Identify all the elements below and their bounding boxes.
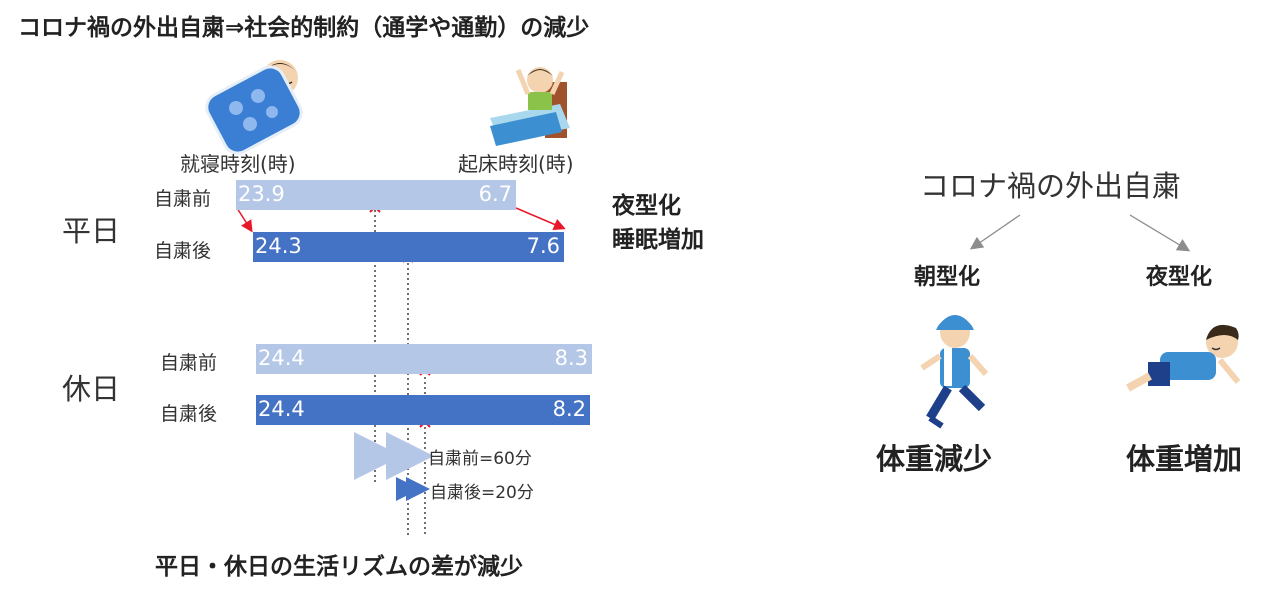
waketime-value: 8.3 xyxy=(554,346,588,370)
night-type-label: 夜型化 xyxy=(1146,265,1213,290)
bedtime-value: 24.3 xyxy=(255,234,302,258)
conclusion-text: 平日・休日の生活リズムの差が減少 xyxy=(155,554,523,580)
running-person-icon xyxy=(920,315,989,429)
weekday-label: 平日 xyxy=(62,214,121,248)
holiday-after-label: 自粛後 xyxy=(160,403,218,425)
waketime-header: 起床時刻(時) xyxy=(458,152,574,176)
waketime-value: 8.2 xyxy=(552,397,586,421)
holiday-after-bar: 24.4 8.2 xyxy=(256,395,590,425)
bedtime-value: 24.4 xyxy=(258,346,305,370)
waking-person-icon xyxy=(490,67,570,146)
weekday-after-label: 自粛後 xyxy=(154,240,212,262)
note-night-type: 夜型化 xyxy=(612,193,681,219)
weekday-note: 夜型化 睡眠増加 xyxy=(612,189,704,257)
shift-arrow-bedtime xyxy=(236,207,253,233)
right-diagram-title: コロナ禍の外出自粛 xyxy=(920,169,1182,203)
weight-gain-label: 体重増加 xyxy=(1126,442,1243,476)
bedtime-value: 23.9 xyxy=(238,182,285,206)
holiday-before-bar: 24.4 8.3 xyxy=(256,344,592,374)
branch-arrow-right xyxy=(1129,214,1191,252)
waketime-value: 7.6 xyxy=(526,234,560,258)
waketime-value: 6.7 xyxy=(478,182,512,206)
lying-person-icon xyxy=(1126,324,1241,392)
legend-after: 自粛後=20分 xyxy=(430,483,534,503)
bedtime-value: 24.4 xyxy=(258,397,305,421)
page-title: コロナ禍の外出自粛⇒社会的制約（通学や通勤）の減少 xyxy=(18,15,590,41)
holiday-label: 休日 xyxy=(62,372,121,406)
morning-type-label: 朝型化 xyxy=(914,265,981,290)
bedtime-header: 就寝時刻(時) xyxy=(180,152,296,176)
holiday-before-label: 自粛前 xyxy=(160,352,218,374)
shift-arrow-waketime xyxy=(515,207,566,230)
weekday-before-label: 自粛前 xyxy=(154,188,212,210)
legend-before: 自粛前=60分 xyxy=(428,449,532,469)
sleeping-person-icon xyxy=(205,60,303,155)
weekday-before-bar: 23.9 6.7 xyxy=(236,180,516,210)
note-sleep-increase: 睡眠増加 xyxy=(612,227,704,253)
weekday-after-bar: 24.3 7.6 xyxy=(253,232,564,262)
branch-arrow-left xyxy=(969,214,1021,250)
weight-loss-label: 体重減少 xyxy=(876,442,993,476)
